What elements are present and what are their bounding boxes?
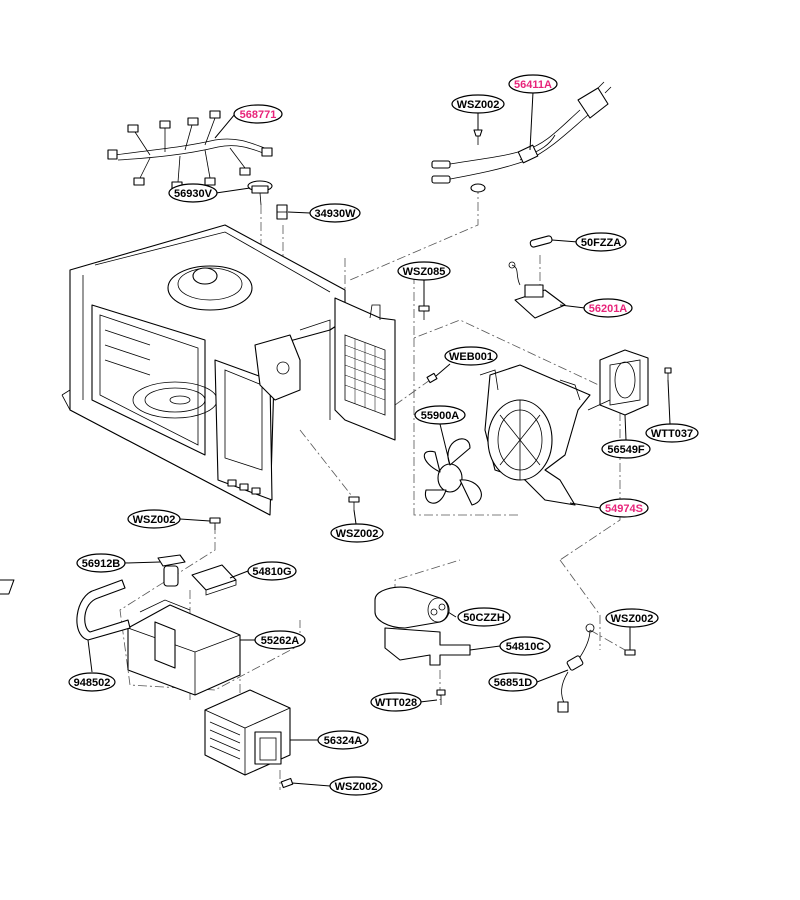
- callout-wsz002-left[interactable]: WSZ002: [127, 509, 181, 529]
- callout-54810C-text: 54810C: [506, 641, 545, 653]
- callout-55262A[interactable]: 55262A: [254, 630, 306, 650]
- callout-568771-text: 568771: [240, 109, 277, 121]
- callout-34930W[interactable]: 34930W: [309, 203, 361, 223]
- callout-54810G-text: 54810G: [252, 566, 291, 578]
- callout-54810G[interactable]: 54810G: [247, 561, 297, 581]
- callout-wsz002-center-text: WSZ002: [336, 528, 379, 540]
- callout-56549F[interactable]: 56549F: [601, 439, 651, 459]
- capacitor-bracket-part: [384, 627, 471, 666]
- callout-50CZZH-text: 50CZZH: [463, 612, 505, 624]
- callout-WTT037[interactable]: WTT037: [645, 423, 699, 443]
- leader-lines: [87, 91, 671, 787]
- callout-948502[interactable]: 948502: [68, 672, 116, 692]
- fan-duct-bracket-part: [479, 364, 591, 506]
- callout-56411A-text: 56411A: [514, 79, 552, 91]
- callout-56851D-text: 56851D: [494, 677, 533, 689]
- wire-harness-part: [107, 110, 273, 190]
- screw-wsz002-center: [348, 496, 360, 510]
- callout-WTT037-text: WTT037: [651, 428, 693, 440]
- callout-56912B[interactable]: 56912B: [76, 553, 126, 573]
- callout-WTT028-text: WTT028: [375, 697, 417, 709]
- callout-948502-text: 948502: [74, 677, 111, 689]
- callout-54810C[interactable]: 54810C: [499, 636, 551, 656]
- screw-web001: [426, 372, 438, 384]
- callout-56851D[interactable]: 56851D: [488, 672, 538, 692]
- callout-WEB001-text: WEB001: [449, 351, 493, 363]
- hv-transformer-part: [0, 579, 241, 696]
- thermostat-part: [247, 180, 273, 206]
- bracket-g-part: [191, 564, 237, 596]
- callout-WTT028[interactable]: WTT028: [370, 692, 422, 712]
- callout-568771[interactable]: 568771: [233, 104, 283, 124]
- callout-55900A-text: 55900A: [421, 410, 460, 422]
- sensor-bracket-part: [276, 204, 288, 220]
- callout-50FZZA[interactable]: 50FZZA: [575, 232, 627, 252]
- callout-56549F-text: 56549F: [607, 444, 645, 456]
- callout-56201A[interactable]: 56201A: [583, 298, 633, 318]
- callout-wsz002-top-text: WSZ002: [457, 99, 500, 111]
- callout-56930V-text: 56930V: [174, 188, 213, 200]
- callout-wsz002-left-text: WSZ002: [133, 514, 176, 526]
- oven-cavity-part: [61, 224, 346, 516]
- hv-capacitor-part: [374, 586, 450, 629]
- fuse-part: [529, 235, 553, 248]
- callout-54974S-text: 54974S: [605, 503, 643, 515]
- callout-34930W-text: 34930W: [315, 208, 357, 220]
- callout-wsz002-right[interactable]: WSZ002: [605, 608, 659, 628]
- callout-labels: 568771 56930V 34930W 56411A WSZ002 50FZZ…: [68, 74, 699, 796]
- callout-56411A[interactable]: 56411A: [508, 74, 558, 94]
- callout-WEB001[interactable]: WEB001: [444, 346, 498, 366]
- power-cord-part: [431, 81, 612, 193]
- relay-board-part: [508, 261, 566, 319]
- callout-54974S[interactable]: 54974S: [599, 498, 649, 518]
- callout-wsz002-top[interactable]: WSZ002: [451, 94, 505, 114]
- callout-55262A-text: 55262A: [261, 635, 300, 647]
- magnetron-part: [204, 689, 294, 789]
- hv-diode-part: [557, 623, 636, 713]
- callout-wsz002-center[interactable]: WSZ002: [330, 523, 384, 543]
- callout-wsz002-right-text: WSZ002: [611, 613, 654, 625]
- callout-WSZ085-text: WSZ085: [403, 266, 446, 278]
- callout-wsz002-bottom[interactable]: WSZ002: [329, 776, 383, 796]
- screw-wsz085: [418, 305, 430, 320]
- callout-50FZZA-text: 50FZZA: [581, 237, 621, 249]
- callout-56201A-text: 56201A: [589, 303, 628, 315]
- callout-wsz002-bottom-text: WSZ002: [335, 781, 378, 793]
- screw-wsz002-left: [209, 517, 221, 530]
- screw-wtt028: [436, 689, 446, 705]
- callout-56912B-text: 56912B: [82, 558, 121, 570]
- callout-56324A[interactable]: 56324A: [317, 730, 369, 750]
- waveguide-panel-part: [334, 297, 396, 441]
- thermal-fuse-part: [157, 554, 186, 587]
- fan-blade-part: [423, 438, 482, 506]
- callout-56930V[interactable]: 56930V: [168, 183, 218, 203]
- fan-motor-part: [587, 349, 672, 416]
- cable-sleeve-part: [76, 579, 131, 641]
- callout-50CZZH[interactable]: 50CZZH: [457, 607, 511, 627]
- callout-55900A[interactable]: 55900A: [414, 405, 466, 425]
- callout-56324A-text: 56324A: [324, 735, 363, 747]
- callout-WSZ085[interactable]: WSZ085: [397, 261, 451, 281]
